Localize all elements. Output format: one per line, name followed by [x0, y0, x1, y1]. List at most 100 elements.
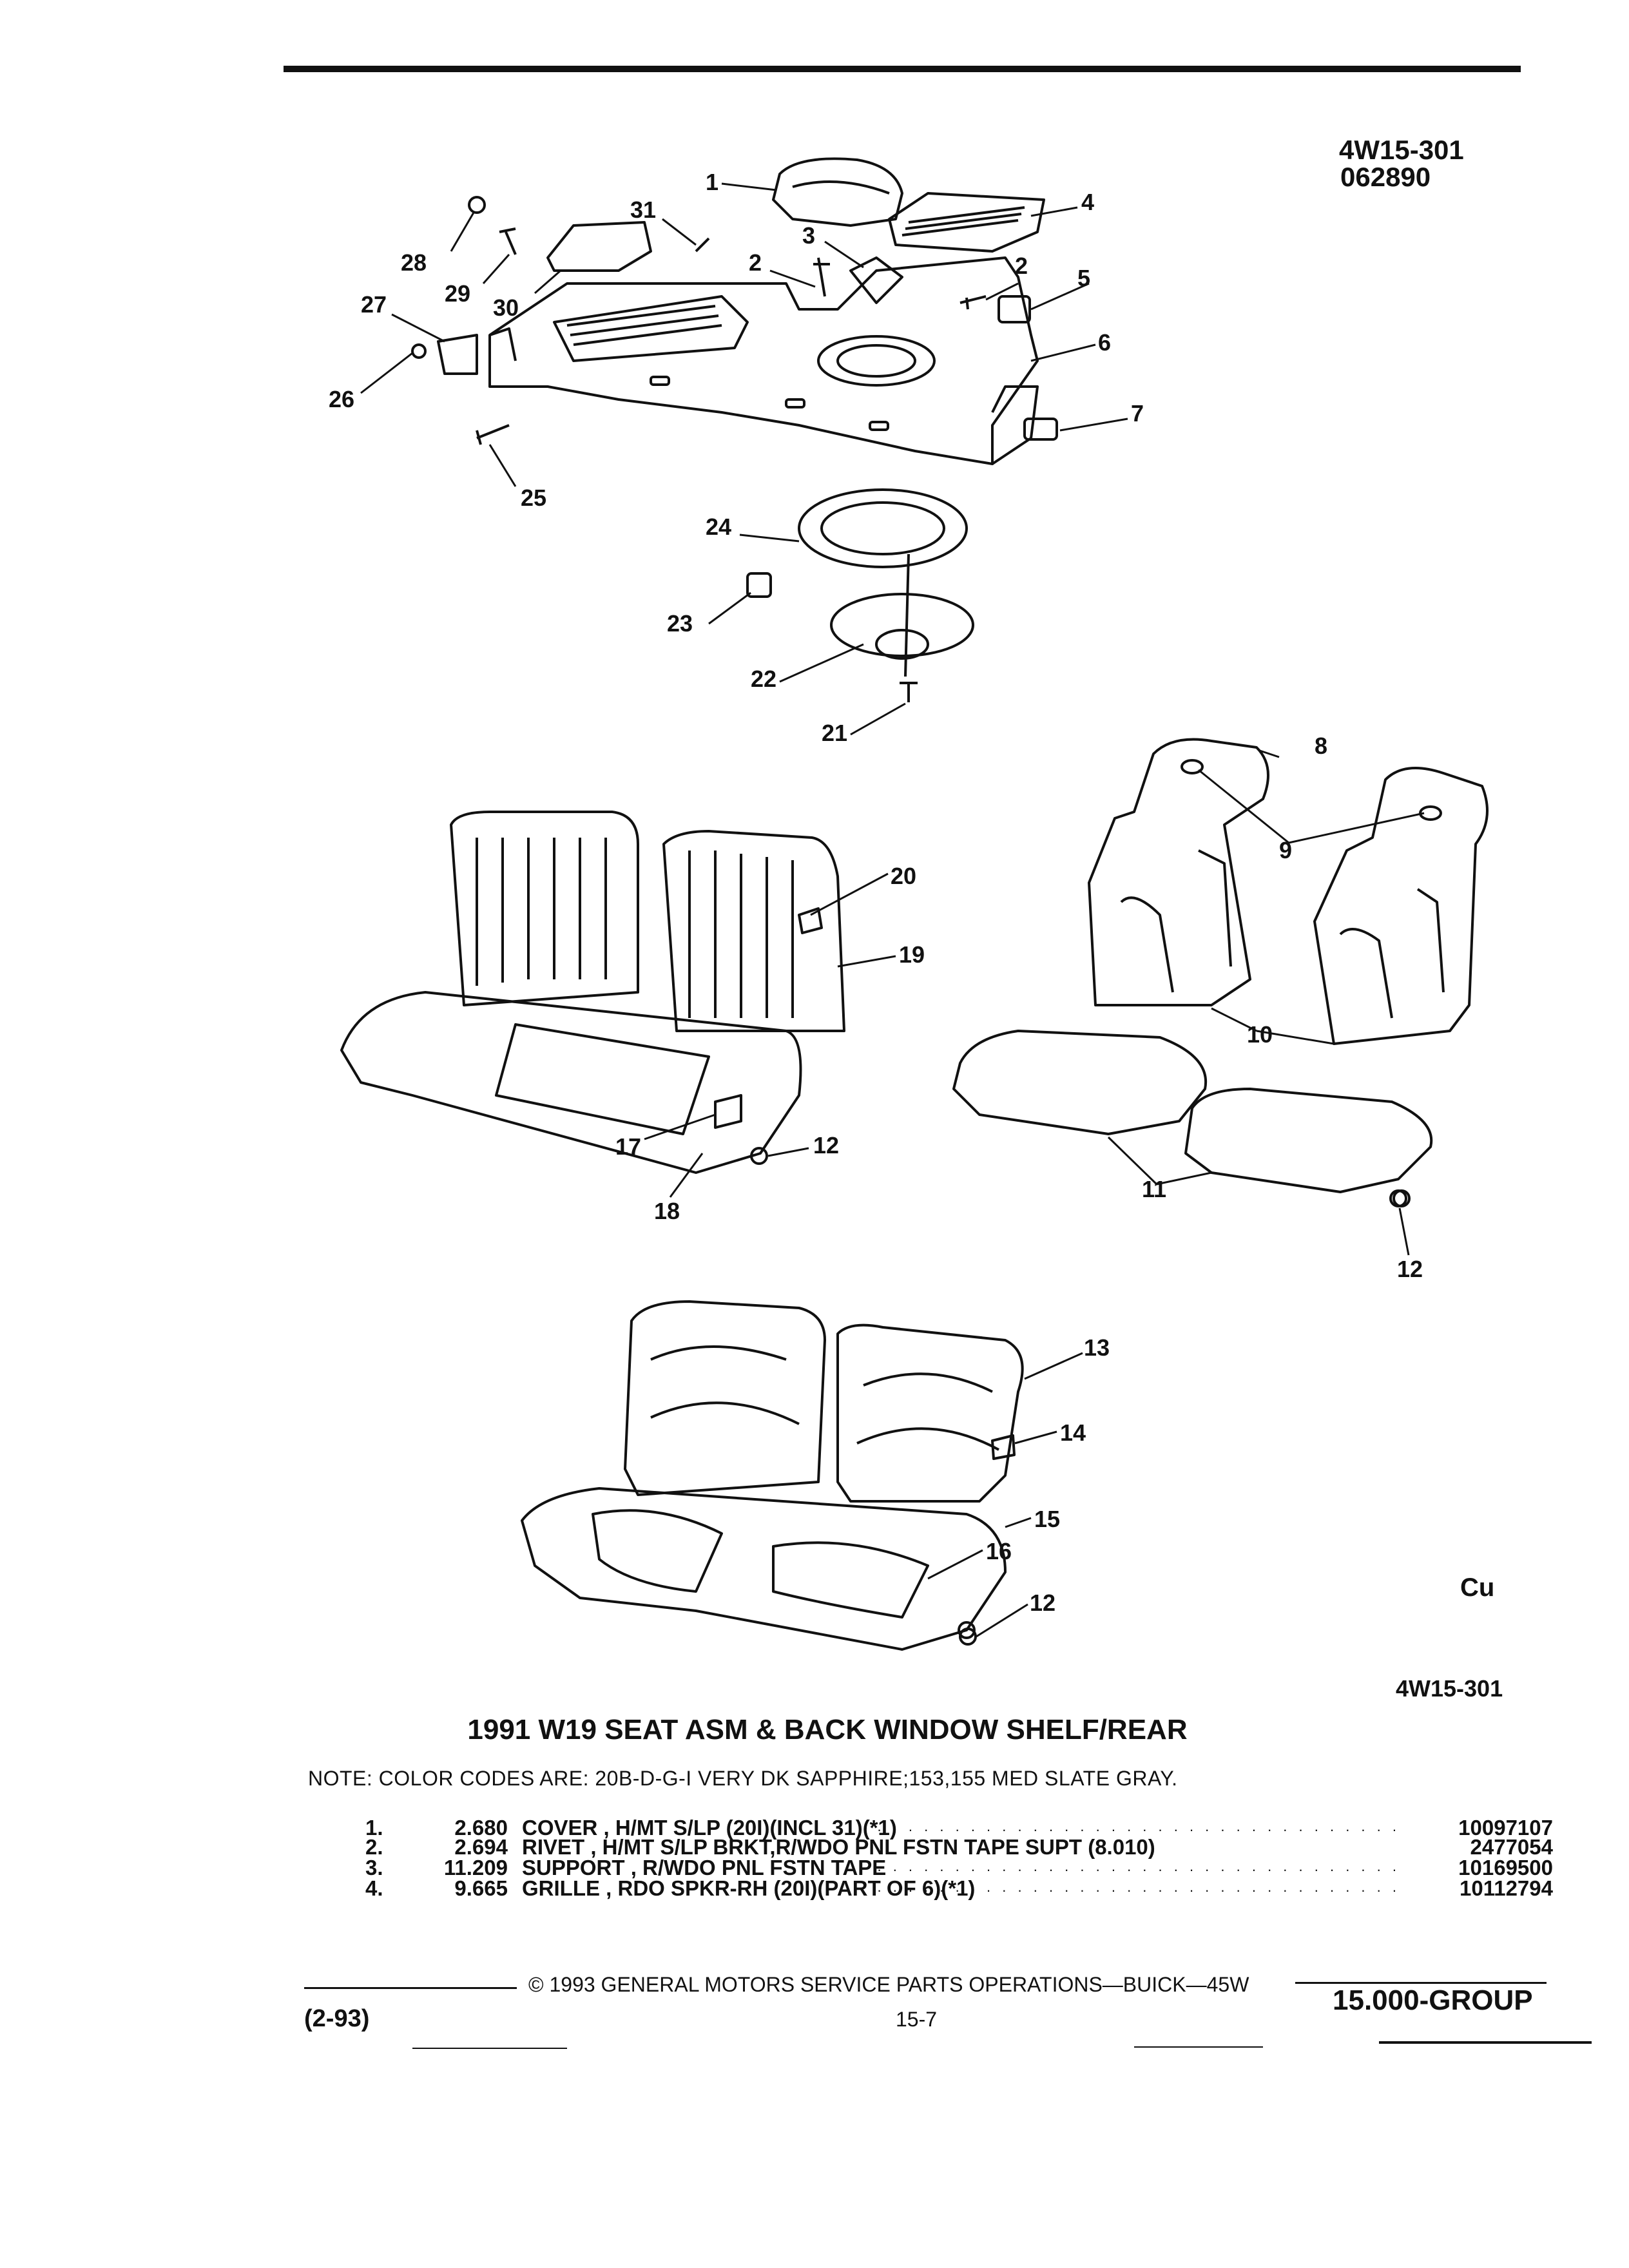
leader-dots: . . . . . . . . . . . . . . . . . . . . …: [877, 1818, 1400, 1834]
callout-5: 5: [1077, 265, 1090, 291]
screw-31-drawing: [695, 237, 710, 253]
leader-dots-row: . . . . . . . . . . . . . . . . . . . . …: [0, 1818, 1629, 1844]
tape-support-drawing: [849, 256, 903, 304]
callout-10: 10: [1247, 1021, 1273, 1048]
speaker-grille-drawing: [888, 192, 1045, 253]
exploded-parts-illustration: 1 2 2 3 4 5 6 7 8 9 10 11 12 12 12 13 14…: [329, 157, 1489, 1651]
page-number: 15-7: [896, 2008, 938, 2031]
callout-7: 7: [1131, 400, 1144, 427]
stray-mark: Cu: [1460, 1573, 1495, 1602]
callout-24: 24: [706, 514, 731, 540]
item-description: COVER , H/MT S/LP (20I)(INCL 31)(*1): [522, 1816, 897, 1840]
retainer-ring-12a-drawing: [750, 1147, 768, 1165]
callout-23: 23: [667, 610, 693, 637]
headrest-guide-9a-drawing: [1181, 759, 1204, 774]
illustration-ref-date: 062890: [1340, 162, 1431, 192]
leader-lines: [360, 182, 1425, 1638]
rear-window-shelf-drawing: [488, 256, 1039, 465]
fastener-26-drawing: [411, 343, 427, 359]
bottom-rule-left: [412, 2048, 567, 2049]
callout-22: 22: [751, 666, 776, 692]
speaker-drawing: [830, 553, 974, 677]
callout-14: 14: [1060, 1419, 1086, 1446]
callout-1: 1: [706, 169, 718, 195]
callout-6: 6: [1098, 329, 1111, 356]
retainer-ring-12b-drawing: [1393, 1189, 1411, 1207]
callout-12c: 12: [1030, 1590, 1055, 1616]
callout-12a: 12: [813, 1132, 839, 1158]
bracket-27-drawing: [437, 334, 478, 375]
callout-2b: 2: [1015, 253, 1028, 279]
callout-12b: 12: [1397, 1256, 1423, 1282]
illustration-ref-code-bottom: 4W15-301: [1396, 1675, 1503, 1702]
callout-16: 16: [986, 1538, 1012, 1564]
screw-25-drawing: [476, 424, 510, 445]
screw-21-drawing: [900, 682, 918, 702]
split-bench-seat-drawing: [521, 1300, 1024, 1651]
bottom-rule-mid: [1134, 2046, 1263, 2048]
callout-30: 30: [493, 294, 519, 321]
callout-18: 18: [654, 1198, 680, 1224]
illustration-ref-code: 4W15-301: [1339, 135, 1464, 165]
revision-date: (2-93): [304, 2005, 370, 2032]
group-number: 15.000-GROUP: [1333, 1984, 1533, 2016]
bucket-seats-drawing: [952, 738, 1489, 1207]
item-part-number: 10097107: [1458, 1816, 1553, 1840]
parts-row: 4. 9.665 GRILLE , RDO SPKR-RH (20I)(PART…: [0, 1876, 1629, 1902]
item-ref: 2.694: [454, 1835, 508, 1859]
item-ref: 9.665: [454, 1876, 508, 1900]
item-description: GRILLE , RDO SPKR-RH (20I)(PART OF 6)(*1…: [522, 1876, 976, 1900]
callout-29: 29: [445, 280, 470, 307]
clip-7-drawing: [1023, 418, 1058, 441]
bottom-rule-right: [1379, 2041, 1592, 2044]
hmt-slp-cover-drawing: [772, 157, 903, 227]
page-title: 1991 W19 SEAT ASM & BACK WINDOW SHELF/RE…: [467, 1714, 1188, 1745]
fastener-29-drawing: [499, 227, 517, 255]
item-number: 1.: [365, 1816, 383, 1840]
callout-19: 19: [899, 941, 925, 968]
callout-2a: 2: [749, 249, 762, 276]
callout-17: 17: [615, 1133, 641, 1160]
callout-21: 21: [822, 720, 847, 746]
item-part-number: 10169500: [1458, 1856, 1553, 1879]
parts-row: 1. 2.680 COVER , H/MT S/LP (20I)(INCL 31…: [0, 1816, 1629, 1841]
callout-20: 20: [891, 863, 916, 889]
color-code-note: NOTE: COLOR CODES ARE: 20B-D-G-I VERY DK…: [308, 1767, 1178, 1790]
callout-31: 31: [630, 197, 656, 223]
leader-dots: . . . . . . . . . . . . . . . . . . . . …: [877, 1858, 1400, 1874]
footer-rule-right: [1295, 1982, 1547, 1984]
callout-9: 9: [1279, 837, 1292, 863]
item-description: SUPPORT , R/WDO PNL FSTN TAPE: [522, 1856, 887, 1879]
guide-14-drawing: [991, 1434, 1016, 1460]
item-number: 2.: [365, 1835, 383, 1859]
callout-8: 8: [1315, 733, 1327, 759]
item-number: 3.: [365, 1856, 383, 1879]
footer-rule-left: [304, 1987, 517, 1989]
item-part-number: 2477054: [1470, 1835, 1553, 1859]
leader-dots-row: . . . . . . . . . . . . . . . . . . . . …: [0, 1858, 1629, 1884]
leader-dots-row: . . . . . . . . . . . . . . . . . . . . …: [0, 1879, 1629, 1905]
item-description: RIVET , H/MT S/LP BRKT,R/WDO PNL FSTN TA…: [522, 1835, 1155, 1859]
callout-4: 4: [1081, 189, 1094, 215]
callout-3: 3: [802, 222, 815, 249]
leader-dots: . . . . . . . . . . . . . . . . . . . . …: [877, 1879, 1400, 1895]
rivet-2a-drawing: [813, 257, 830, 297]
item-part-number: 10112794: [1459, 1876, 1553, 1900]
item-ref: 2.680: [454, 1816, 508, 1840]
fastener-28-drawing: [468, 196, 486, 214]
header-rule: [284, 66, 1521, 72]
item-number: 4.: [365, 1876, 383, 1900]
retainer-ring-12c-drawing: [959, 1628, 977, 1646]
bench-seat-drawing: [340, 811, 845, 1174]
parts-row: 2. 2.694 RIVET , H/MT S/LP BRKT,R/WDO PN…: [0, 1835, 1629, 1861]
callout-labels: 1 2 2 3 4 5 6 7 8 9 10 11 12 12 12 13 14…: [329, 169, 1423, 1616]
guide-20-drawing: [798, 907, 823, 934]
callout-13: 13: [1084, 1334, 1110, 1361]
item-ref: 11.209: [443, 1856, 508, 1879]
rivet-2b-drawing: [959, 295, 987, 310]
clip-23-drawing: [746, 572, 772, 598]
callout-11: 11: [1142, 1176, 1166, 1202]
callout-15: 15: [1034, 1506, 1060, 1532]
copyright-line: © 1993 GENERAL MOTORS SERVICE PARTS OPER…: [528, 1973, 1249, 1996]
callout-25: 25: [521, 485, 546, 511]
